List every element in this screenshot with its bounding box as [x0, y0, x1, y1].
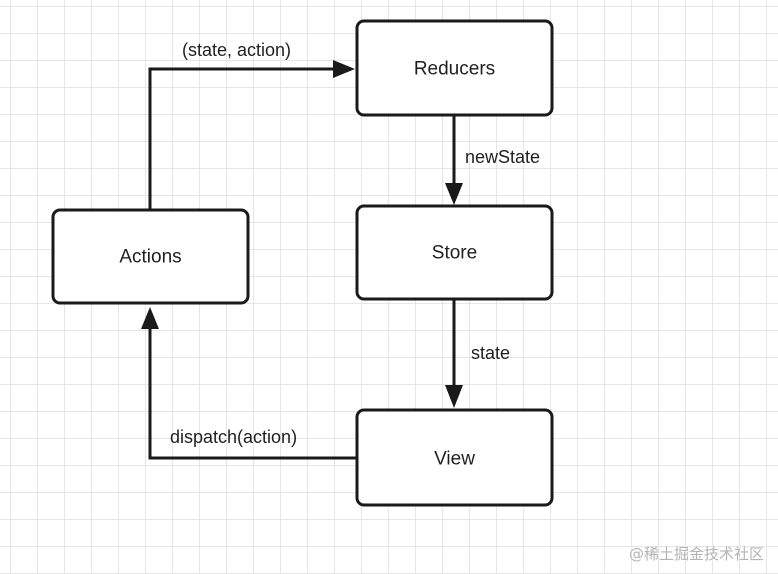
arrowhead-icon: [141, 307, 159, 329]
node-box: [51, 208, 250, 305]
edge-store-to-view: state: [445, 300, 510, 408]
arrowhead-icon: [333, 60, 355, 78]
edge-reducers-to-store: newState: [445, 116, 540, 205]
node-reducers: Reducers: [355, 19, 554, 117]
edge-label-dispatch-action: dispatch(action): [170, 427, 297, 447]
node-label-actions: Actions: [119, 247, 181, 268]
node-box: [355, 19, 554, 117]
node-box: [355, 204, 554, 301]
node-label-reducers: Reducers: [414, 59, 495, 80]
node-store: Store: [355, 204, 554, 301]
watermark: @稀土掘金技术社区: [628, 545, 764, 563]
edge-label-newstate: newState: [465, 147, 540, 167]
edge-view-to-actions: dispatch(action): [141, 307, 357, 460]
edge-label-state: state: [471, 343, 510, 363]
arrowhead-icon: [445, 183, 463, 205]
edge-line: [148, 67, 340, 209]
node-view: View: [355, 408, 554, 507]
edge-label-state-action: (state, action): [182, 40, 291, 60]
edge-actions-to-reducers: (state, action): [148, 40, 355, 209]
node-box: [355, 408, 554, 507]
node-label-view: View: [434, 449, 475, 470]
edge-line: [148, 322, 357, 460]
node-actions: Actions: [51, 208, 250, 305]
arrowhead-icon: [445, 385, 463, 408]
node-label-store: Store: [432, 243, 477, 264]
